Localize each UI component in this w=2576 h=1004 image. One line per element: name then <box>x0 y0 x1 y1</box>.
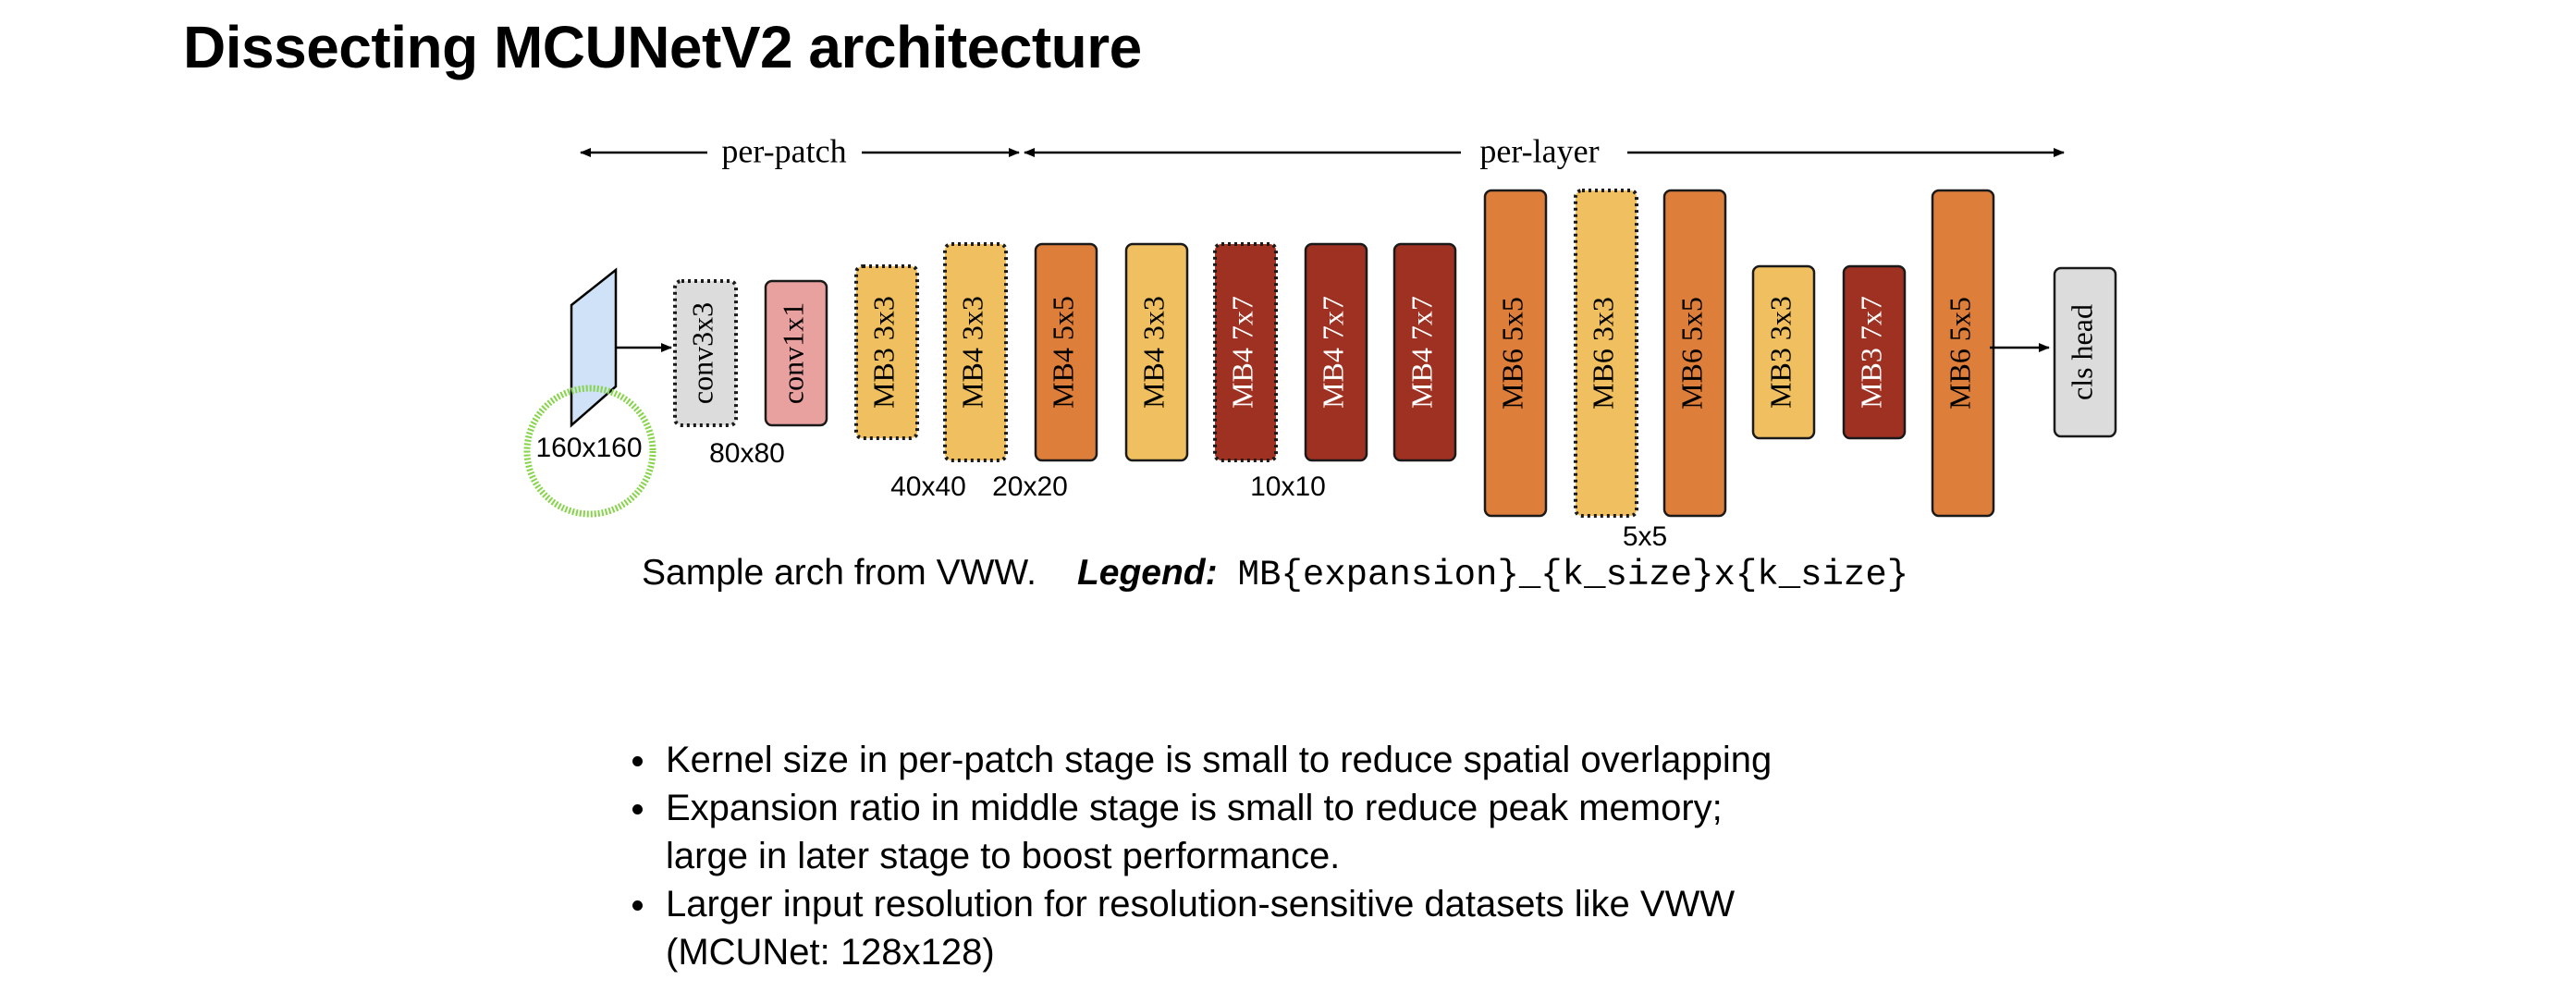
block-box <box>1931 189 1995 518</box>
bullet-line: Larger input resolution for resolution-s… <box>666 884 1736 924</box>
block-15: MB6 5x5 <box>1931 189 1995 518</box>
block-label: MB3 7x7 <box>1854 296 1887 409</box>
block-box <box>1304 242 1368 462</box>
block-label: MB4 7x7 <box>1316 296 1349 409</box>
block-label: conv3x3 <box>685 302 718 404</box>
legend-label: Legend: <box>1076 553 1218 593</box>
bullet-item: Kernel size in per-patch stage is small … <box>627 736 1772 784</box>
block-10: MB6 5x5 <box>1483 189 1548 518</box>
resolution-label-5: 5x5 <box>1623 521 1667 552</box>
block-3: MB3 3x3 <box>854 264 919 440</box>
block-label: MB4 3x3 <box>955 296 988 409</box>
block-box <box>1662 189 1727 518</box>
resolution-label-20: 20x20 <box>992 471 1068 502</box>
per-layer-label: per-layer <box>1479 132 1599 169</box>
bullet-line: (MCUNet: 128x128) <box>666 932 995 973</box>
block-14: MB3 7x7 <box>1842 264 1907 440</box>
block-box <box>1034 242 1098 462</box>
block-label: MB6 3x3 <box>1586 297 1619 410</box>
per-patch-label: per-patch <box>721 132 846 169</box>
legend-code: MB{expansion}_{k_size}x{k_size} <box>1237 555 1909 595</box>
block-box <box>1574 189 1638 518</box>
block-label: MB4 5x5 <box>1046 296 1079 409</box>
block-box <box>764 279 828 427</box>
block-box <box>1842 264 1907 440</box>
bullet-line: large in later stage to boost performanc… <box>666 836 1341 876</box>
block-7: MB4 7x7 <box>1213 242 1278 462</box>
block-label: MB6 5x5 <box>1495 297 1528 410</box>
block-label: MB4 7x7 <box>1405 296 1438 409</box>
block-9: MB4 7x7 <box>1392 242 1457 462</box>
bullet-list: Kernel size in per-patch stage is small … <box>627 736 1772 976</box>
block-4: MB4 3x3 <box>943 242 1008 462</box>
block-box <box>943 242 1008 462</box>
block-12: MB6 5x5 <box>1662 189 1727 518</box>
block-16: cls head <box>2053 266 2117 438</box>
bullet-line: Kernel size in per-patch stage is small … <box>666 740 1773 780</box>
block-box <box>2053 266 2117 438</box>
resolution-label-input: 160x160 <box>535 433 642 463</box>
input-image-plane <box>570 267 618 428</box>
bullet-item: Larger input resolution for resolution-s… <box>627 880 1772 976</box>
block-box <box>1751 264 1816 440</box>
resolution-label-10: 10x10 <box>1250 471 1326 502</box>
diagram-caption: Sample arch from VWW. Legend: MB{expansion… <box>642 553 1908 595</box>
block-6: MB4 3x3 <box>1124 242 1189 462</box>
resolution-label-40: 40x40 <box>890 471 966 502</box>
block-box <box>1213 242 1278 462</box>
block-label: MB6 5x5 <box>1674 297 1708 410</box>
slide-title: Dissecting MCUNetV2 architecture <box>183 14 1142 80</box>
block-box <box>1483 189 1548 518</box>
block-box <box>1392 242 1457 462</box>
block-box <box>673 279 738 427</box>
bullet-item: Expansion ratio in middle stage is small… <box>627 784 1772 880</box>
block-label: MB4 7x7 <box>1225 296 1258 409</box>
block-2: conv1x1 <box>764 279 828 427</box>
block-label: MB3 3x3 <box>1763 296 1797 409</box>
block-11: MB6 3x3 <box>1574 189 1638 518</box>
resolution-label-80: 80x80 <box>709 438 785 469</box>
block-13: MB3 3x3 <box>1751 264 1816 440</box>
block-sequence: conv3x3 conv1x1 MB3 3x3 MB4 3x3 MB4 5x5 MB4 3… <box>673 189 2117 518</box>
bullet-line: Expansion ratio in middle stage is small… <box>666 788 1723 828</box>
block-box <box>1124 242 1189 462</box>
block-label: MB3 3x3 <box>866 296 900 409</box>
caption-text: Sample arch from VWW. <box>642 553 1037 593</box>
block-8: MB4 7x7 <box>1304 242 1368 462</box>
highlight-circle <box>523 385 656 518</box>
block-label: cls head <box>2065 304 2098 400</box>
block-label: conv1x1 <box>776 302 809 404</box>
block-label: MB6 5x5 <box>1943 297 1976 410</box>
block-1: conv3x3 <box>673 279 738 427</box>
block-5: MB4 5x5 <box>1034 242 1098 462</box>
block-box <box>854 264 919 440</box>
block-label: MB4 3x3 <box>1136 296 1170 409</box>
